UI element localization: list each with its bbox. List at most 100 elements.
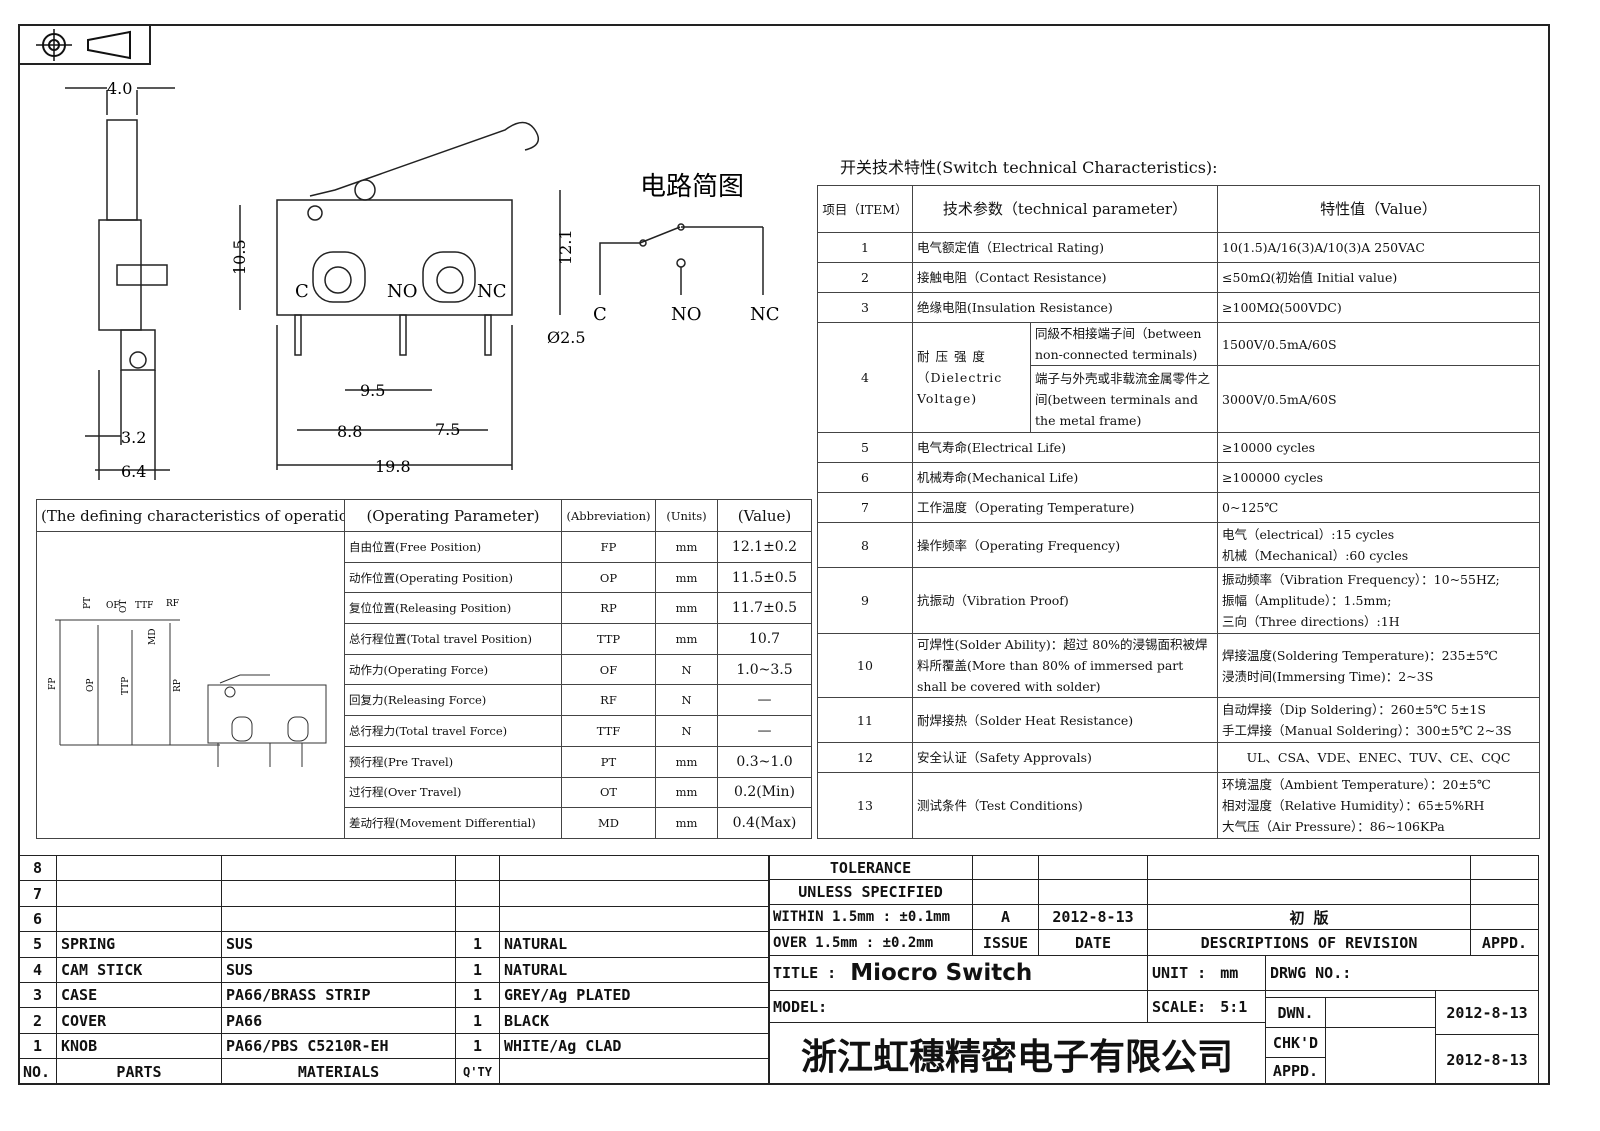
op-unit: N <box>655 653 718 686</box>
char-value: ≥100000 cycles <box>1217 462 1541 493</box>
char-value: 环境温度（Ambient Temperature）：20±5℃ 相对湿度（Rel… <box>1217 772 1541 839</box>
bom-qty: 1 <box>455 1032 500 1060</box>
char-param: 安全认证（Safety Approvals) <box>911 742 1219 773</box>
char-item: 11 <box>817 697 913 743</box>
circuit-no: NO <box>671 304 702 325</box>
header-item: 项目（ITEM） <box>817 185 913 233</box>
bom-finish <box>499 854 770 882</box>
projection-symbol-box <box>18 24 151 65</box>
circuit-diagram: 电路简图 C NO NC <box>593 172 780 325</box>
tolerance-within: WITHIN 1.5mm : ±0.1mm <box>768 904 973 930</box>
bom-finish <box>499 880 770 907</box>
char-param: 接触电阻（Contact Resistance) <box>911 262 1219 293</box>
bom-finish: NATURAL <box>499 931 770 958</box>
characteristics-table: 项目（ITEM）技术参数（technical parameter）特性值（Val… <box>817 185 1541 839</box>
char-param: 绝缘电阻(Insulation Resistance) <box>911 292 1219 323</box>
char-param: 耐焊接热（Solder Heat Resistance) <box>911 697 1219 743</box>
op-param: 差动行程(Movement Differential) <box>344 807 562 839</box>
op-unit: N <box>655 715 718 747</box>
bom-material: PA66 <box>221 1007 456 1034</box>
operation-diagram: PT OF OT TTF RF MD FP OP TTP RP <box>48 597 327 767</box>
issue-date: 2012-8-13 <box>1038 904 1148 930</box>
char-value: 1500V/0.5mA/60S <box>1217 322 1541 366</box>
tolerance-over: OVER 1.5mm : ±0.2mm <box>768 929 973 956</box>
char-value: 10(1.5)A/16(3)A/10(3)A 250VAC <box>1217 232 1541 263</box>
bom-no: 4 <box>18 956 57 983</box>
bom-finish: NATURAL <box>499 956 770 983</box>
op-abbr: RF <box>561 684 656 717</box>
bom-header-parts: PARTS <box>56 1058 222 1086</box>
bom-qty <box>455 854 500 882</box>
appd-label: APPD. <box>1470 929 1539 956</box>
characteristics-title: 开关技术特性(Switch technical Characteristics)… <box>840 158 1218 177</box>
bom-part: COVER <box>56 1007 222 1034</box>
header-value: 特性值（Value） <box>1217 185 1541 233</box>
model-label: MODEL: <box>768 990 1148 1023</box>
header-param: 技术参数（technical parameter） <box>911 185 1219 233</box>
bom-part <box>56 880 222 907</box>
char-item: 13 <box>817 772 913 839</box>
char-item: 9 <box>817 567 913 634</box>
char-value: UL、CSA、VDE、ENEC、TUV、CE、CQC <box>1217 742 1541 773</box>
char-param: 机械寿命(Mechanical Life) <box>911 462 1219 493</box>
chkd-label: CHK'D <box>1265 1027 1326 1058</box>
bom-finish: WHITE/Ag CLAD <box>499 1032 770 1060</box>
op-value: 1.0~3.5 <box>717 653 812 686</box>
bom-row: 8 <box>18 854 770 882</box>
dim-width: 4.0 <box>107 79 132 98</box>
char-param: 操作频率（Operating Frequency) <box>911 522 1219 568</box>
op-abbr: OF <box>561 653 656 686</box>
char-value: ≥100MΩ(500VDC) <box>1217 292 1541 323</box>
bom-material <box>221 854 456 882</box>
char-item: 5 <box>817 432 913 463</box>
dim-terminal: 3.2 <box>121 428 146 447</box>
op-value: 0.4(Max) <box>717 807 812 839</box>
title-value: Miocro Switch <box>850 960 1033 986</box>
label-op: OP <box>86 679 96 692</box>
op-value: 11.7±0.5 <box>717 592 812 625</box>
op-param: 复位位置(Releasing Position) <box>344 592 562 625</box>
char-item: 4 <box>817 322 913 433</box>
bom-finish <box>499 905 770 933</box>
op-param: 自由位置(Free Position) <box>344 531 562 563</box>
terminal-label-c: C <box>295 281 309 302</box>
company-name: 浙江虹穗精密电子有限公司 <box>768 1022 1266 1085</box>
side-view-drawing: 4.0 3.2 6.4 <box>65 79 175 481</box>
appd2-label: APPD. <box>1265 1057 1326 1085</box>
op-abbr: OT <box>561 776 656 809</box>
bom-part <box>56 905 222 933</box>
char-subparam: 同級不相接端子间（between non-connected terminals… <box>1029 322 1219 366</box>
char-item: 1 <box>817 232 913 263</box>
char-item: 3 <box>817 292 913 323</box>
char-value: 焊接温度(Soldering Temperature)：235±5℃ 浸渍时间(… <box>1217 633 1541 698</box>
char-value: 3000V/0.5mA/60S <box>1217 365 1541 433</box>
char-value: 0~125℃ <box>1217 492 1541 523</box>
dim-height-body: 10.5 <box>230 239 249 275</box>
bom-qty: 1 <box>455 981 500 1009</box>
dim-height-total: 12.1 <box>556 229 575 265</box>
op-value: — <box>717 715 812 747</box>
bom-no: 8 <box>18 854 57 882</box>
bom-part: CAM STICK <box>56 956 222 983</box>
op-value: 0.3~1.0 <box>717 745 812 778</box>
issue-value: A <box>972 904 1039 930</box>
op-param: 动作位置(Operating Position) <box>344 561 562 594</box>
bom-no: 6 <box>18 905 57 933</box>
op-value: 12.1±0.2 <box>717 531 812 563</box>
op-abbr: PT <box>561 745 656 778</box>
op-abbr: RP <box>561 592 656 625</box>
bom-header-finish <box>499 1058 770 1086</box>
bom-no: 7 <box>18 880 57 907</box>
circuit-c: C <box>593 304 607 325</box>
char-item: 12 <box>817 742 913 773</box>
